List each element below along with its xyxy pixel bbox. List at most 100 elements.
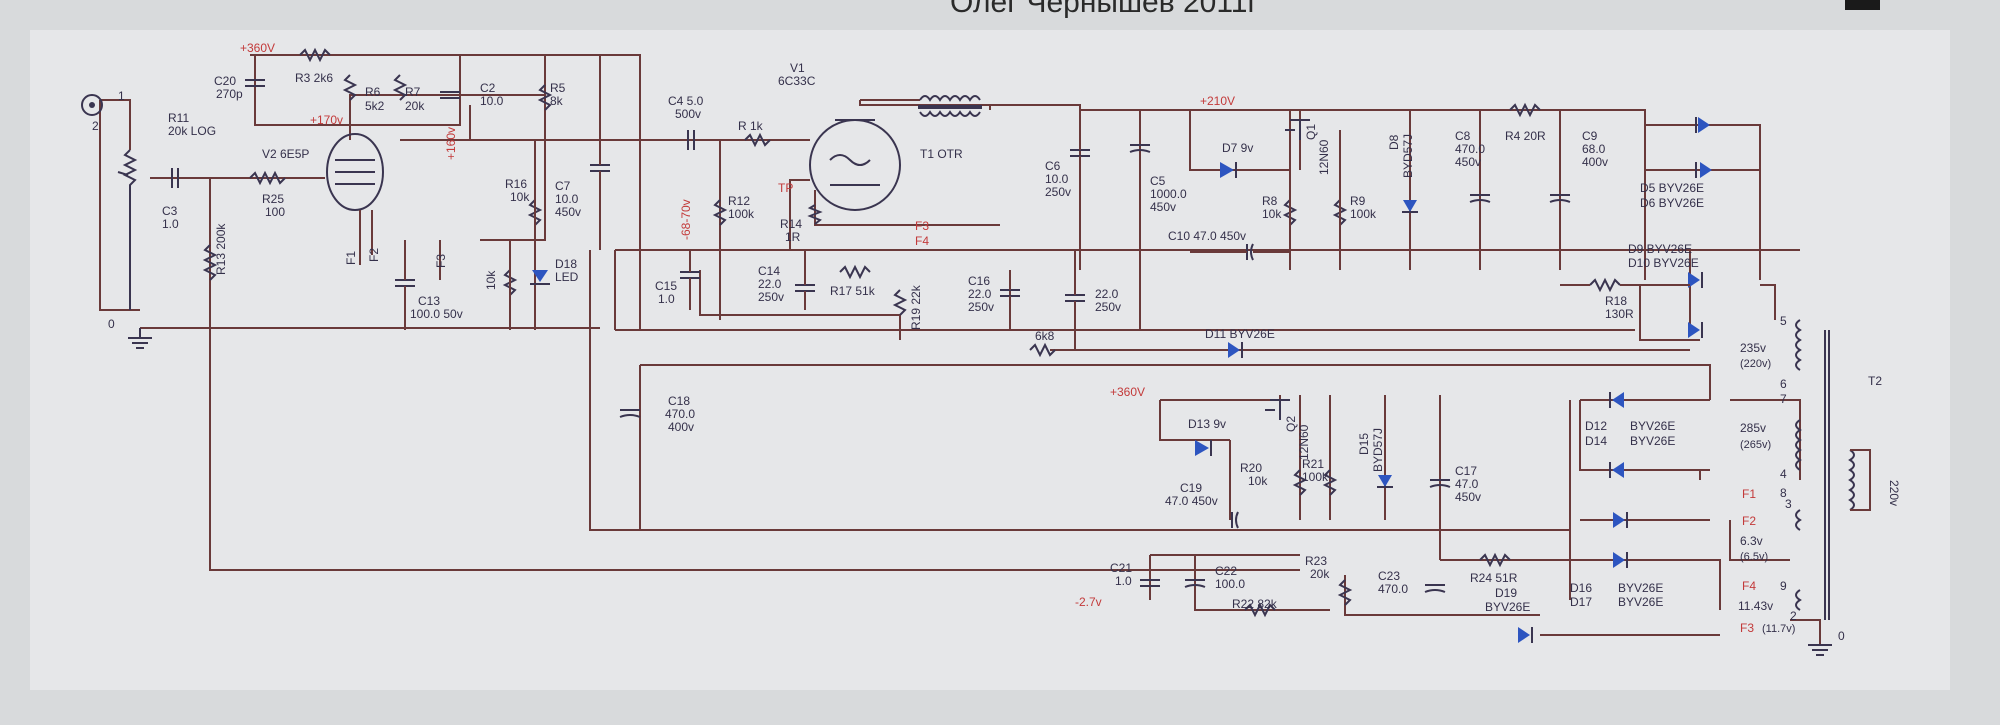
c7-voltage: 450v [555, 205, 581, 219]
c17-value: 47.0 [1455, 477, 1479, 491]
r18-label: R18 [1605, 294, 1627, 308]
c8-voltage: 450v [1455, 155, 1481, 169]
c20-capacitor [245, 79, 265, 87]
c22-label: C22 [1215, 564, 1237, 578]
d8-label: D8 [1387, 134, 1401, 150]
q2-value: 12N60 [1297, 424, 1311, 460]
c19-label: C19 [1180, 481, 1202, 495]
w285-value: 285v [1740, 421, 1766, 435]
c9-label: C9 [1582, 129, 1598, 143]
r6k8-label: 6k8 [1035, 329, 1055, 343]
c10-label: C10 47.0 450v [1168, 229, 1246, 243]
r13-label: R13 200k [214, 223, 228, 275]
w63-alt: (6.5v) [1740, 551, 1768, 563]
pin5-label: 5 [1780, 314, 1787, 328]
r8-label: R8 [1262, 194, 1278, 208]
c5-voltage: 450v [1150, 200, 1176, 214]
c20-label: C20 [214, 74, 236, 88]
r6-label: R6 [365, 85, 381, 99]
f3-left-label: F3 [434, 254, 448, 268]
ground-out-icon [1808, 644, 1832, 656]
pin4-label: 4 [1780, 467, 1787, 481]
c13-value: 100.0 50v [410, 307, 463, 321]
r16-label: R16 [505, 177, 527, 191]
d16-diode-icon [1613, 512, 1625, 528]
c16-label: C16 [968, 274, 990, 288]
components [81, 47, 1871, 656]
voltage-210: +210V [1200, 94, 1235, 108]
c7-value: 10.0 [555, 192, 579, 206]
q1-value: 12N60 [1317, 139, 1331, 175]
d14-diode-icon [1612, 462, 1624, 478]
r7-value: 20k [405, 99, 425, 113]
pin3-label: 3 [1785, 497, 1792, 511]
r5-value: 8k [550, 94, 564, 108]
w1143-value: 11.43v [1738, 599, 1773, 613]
t1-label: T1 OTR [920, 147, 963, 161]
r1k-label: R 1k [738, 119, 764, 133]
header-block [1845, 0, 1880, 10]
pin8-label: 8 [1780, 486, 1787, 500]
r21-resistor [1322, 469, 1338, 496]
f1-right-label: F1 [1742, 487, 1756, 501]
r11-value: 20k LOG [168, 124, 216, 138]
pin2-tr-label: 2 [1790, 609, 1797, 623]
c16-voltage: 250v [968, 300, 994, 314]
f4-label: F4 [915, 234, 929, 248]
voltage-160: +160v [444, 127, 458, 160]
q1-mosfet [1285, 119, 1310, 140]
c14-value: 22.0 [758, 277, 782, 291]
d18-label: D18 [555, 257, 577, 271]
t2-winding-63 [1795, 509, 1802, 531]
d17-label: D17 [1570, 595, 1592, 609]
d19-value: BYV26E [1485, 600, 1530, 614]
v1-value: 6C33C [778, 74, 816, 88]
pin9-label: 9 [1780, 579, 1787, 593]
c2-label: C2 [480, 81, 496, 95]
d19-label: D19 [1495, 586, 1517, 600]
t2-primary [1848, 449, 1855, 511]
v2-label: V2 6E5P [262, 147, 309, 161]
r4-label: R4 20R [1505, 129, 1546, 143]
d8-value: BYD57J [1401, 134, 1415, 178]
r20-label: R20 [1240, 461, 1262, 475]
c23-capacitor [1424, 584, 1446, 593]
c13-label: C13 [418, 294, 440, 308]
r17-label: R17 51k [830, 284, 876, 298]
d11-diode-icon [1228, 342, 1240, 358]
r6-resistor [342, 74, 358, 101]
labels: 1 2 0 R11 20k LOG C3 1.0 R13 200k R25 10… [92, 41, 1901, 643]
c8-capacitor [1469, 194, 1491, 203]
c18-capacitor [619, 409, 641, 418]
r12-resistor [712, 199, 728, 226]
voltage-360-top: +360V [240, 41, 275, 55]
c23-label: C23 [1378, 569, 1400, 583]
w63-value: 6.3v [1740, 534, 1763, 548]
t2-winding-1143 [1795, 589, 1802, 611]
c5-capacitor [1129, 144, 1151, 153]
c3-capacitor [171, 168, 179, 188]
c8-label: C8 [1455, 129, 1471, 143]
pin2-label: 2 [92, 119, 99, 133]
c23-value: 470.0 [1378, 582, 1408, 596]
ground-icon [128, 328, 152, 349]
c14-label: C14 [758, 264, 780, 278]
w285-alt: (265v) [1740, 439, 1771, 451]
d15-value: BYD57J [1371, 428, 1385, 472]
c6-value: 10.0 [1045, 172, 1069, 186]
d17-diode-icon [1613, 552, 1625, 568]
d12-diode-icon [1612, 392, 1624, 408]
c15-label: C15 [655, 279, 677, 293]
d11-label: D11 BYV26E [1205, 327, 1275, 341]
t1-transformer [919, 95, 981, 102]
r11-pot [122, 149, 138, 310]
c20-value: 270p [216, 87, 243, 101]
r22-resistor [1244, 602, 1276, 618]
c21-value: 1.0 [1115, 574, 1132, 588]
d14-label: D14 [1585, 434, 1607, 448]
d5-label: D5 BYV26E [1640, 181, 1704, 195]
c3-value: 1.0 [162, 217, 179, 231]
d6-diode-icon [1700, 162, 1712, 178]
r23-value: 20k [1310, 567, 1330, 581]
d12-value: BYV26E [1630, 419, 1675, 433]
